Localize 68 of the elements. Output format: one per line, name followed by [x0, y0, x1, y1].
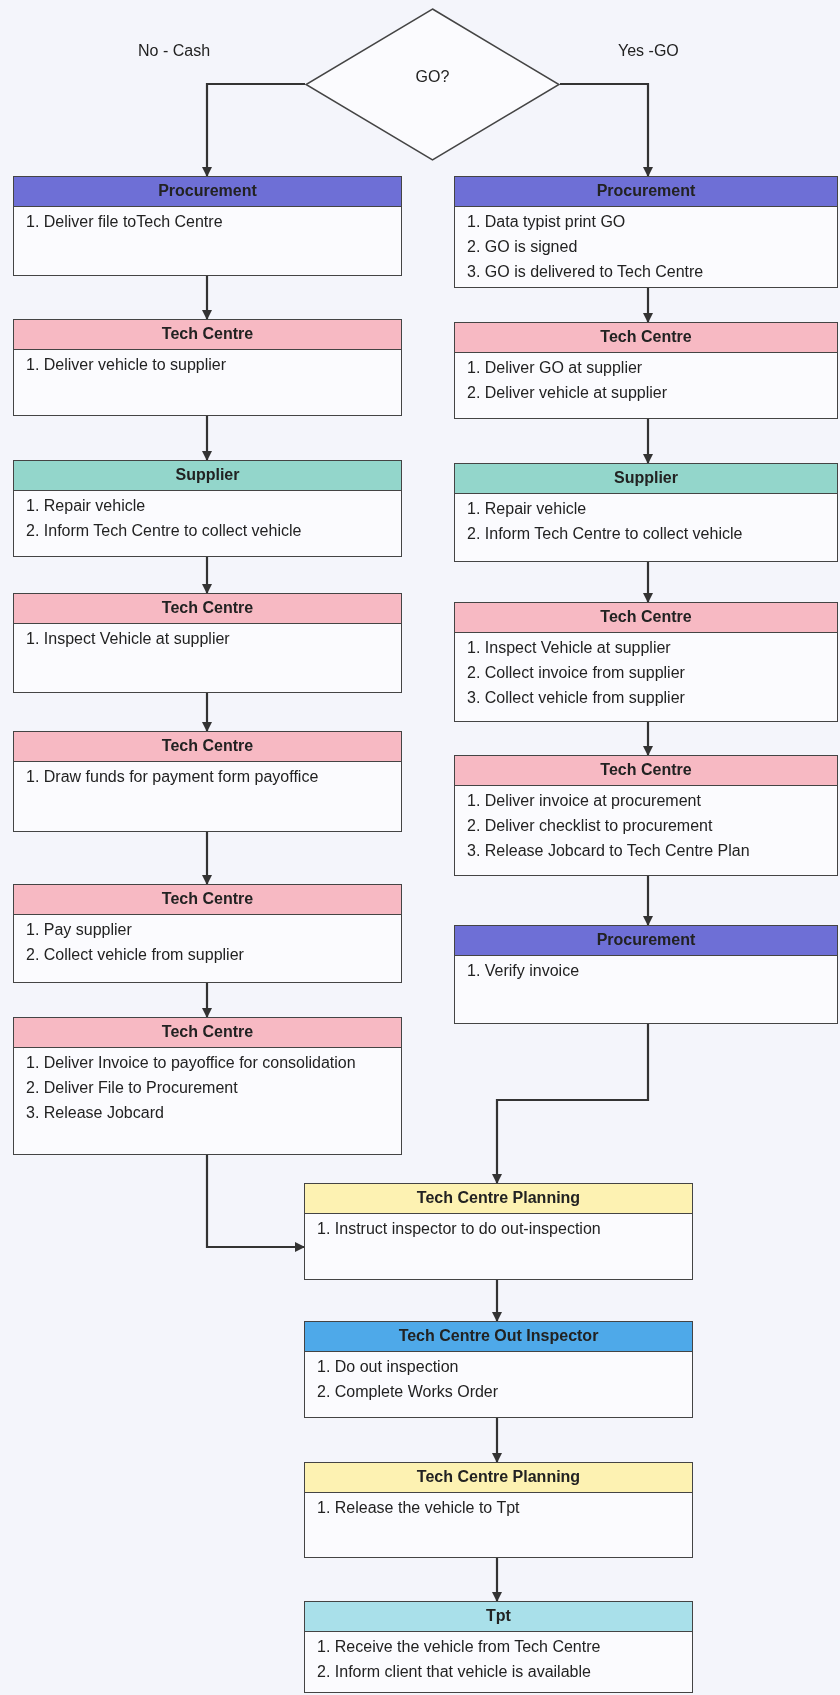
list-item: 2. Inform Tech Centre to collect vehicle: [466, 524, 744, 544]
box-heading: Tpt: [305, 1602, 692, 1632]
list-item: 1. Inspect Vehicle at supplier: [466, 638, 672, 658]
list-item: 1. Release the vehicle to Tpt: [316, 1498, 521, 1518]
process-box: [304, 1462, 693, 1558]
list-item: 2. Deliver checklist to procurement: [466, 816, 714, 836]
edge-label: No - Cash: [138, 42, 211, 60]
list-item: 1. Deliver invoice at procurement: [466, 791, 702, 811]
list-item: 1. Instruct inspector to do out-inspection: [316, 1219, 602, 1239]
list-item: 2. Inform client that vehicle is available: [316, 1662, 592, 1682]
process-box: [304, 1601, 693, 1693]
process-box: [454, 463, 838, 562]
process-box: [13, 319, 402, 416]
list-item: 3. Release Jobcard to Tech Centre Plan: [466, 841, 751, 861]
list-item: 1. Pay supplier: [25, 920, 133, 940]
process-box: [454, 755, 838, 876]
list-item: 1. Deliver file toTech Centre: [25, 212, 224, 232]
list-item: 1. Deliver Invoice to payoffice for consolidation: [25, 1053, 357, 1073]
box-heading: Tech Centre: [14, 1018, 401, 1048]
process-box: [454, 322, 838, 419]
box-heading: Tech Centre: [455, 603, 837, 633]
process-box: [13, 884, 402, 983]
list-item: 2. Collect invoice from supplier: [466, 663, 686, 683]
list-item: 3. Collect vehicle from supplier: [466, 688, 686, 708]
edge-label: Yes -GO: [618, 42, 679, 60]
process-box: [13, 460, 402, 557]
box-heading: Tech Centre Planning: [305, 1184, 692, 1214]
process-box: [13, 1017, 402, 1155]
box-heading: Procurement: [455, 177, 837, 207]
list-item: 1. Deliver GO at supplier: [466, 358, 644, 378]
box-heading: Procurement: [14, 177, 401, 207]
list-item: 2. GO is signed: [466, 237, 579, 257]
list-item: 1. Repair vehicle: [25, 496, 147, 516]
list-item: 2. Deliver File to Procurement: [25, 1078, 239, 1098]
list-item: 3. GO is delivered to Tech Centre: [466, 262, 705, 282]
list-item: 2. Inform Tech Centre to collect vehicle: [25, 521, 303, 541]
process-box: [454, 176, 838, 288]
process-box: [304, 1183, 693, 1280]
process-box: [454, 602, 838, 722]
list-item: 2. Complete Works Order: [316, 1382, 500, 1402]
box-heading: Tech Centre: [14, 885, 401, 915]
process-box: [304, 1321, 693, 1418]
list-item: 1. Inspect Vehicle at supplier: [25, 629, 231, 649]
process-box: [13, 731, 402, 832]
box-heading: Tech Centre: [14, 732, 401, 762]
process-box: [13, 593, 402, 693]
list-item: 2. Deliver vehicle at supplier: [466, 383, 669, 403]
list-item: 2. Collect vehicle from supplier: [25, 945, 245, 965]
box-heading: Supplier: [14, 461, 401, 491]
box-heading: Tech Centre: [14, 320, 401, 350]
box-heading: Tech Centre Planning: [305, 1463, 692, 1493]
box-heading: Tech Centre: [14, 594, 401, 624]
box-heading: Supplier: [455, 464, 837, 494]
list-item: 1. Receive the vehicle from Tech Centre: [316, 1637, 602, 1657]
list-item: 1. Deliver vehicle to supplier: [25, 355, 228, 375]
box-heading: Tech Centre Out Inspector: [305, 1322, 692, 1352]
list-item: 1. Data typist print GO: [466, 212, 627, 232]
box-heading: Procurement: [455, 926, 837, 956]
list-item: 1. Repair vehicle: [466, 499, 588, 519]
list-item: 1. Verify invoice: [466, 961, 581, 981]
process-box: [454, 925, 838, 1024]
list-item: 1. Draw funds for payment form payoffice: [25, 767, 320, 787]
decision-label: GO?: [414, 67, 451, 86]
list-item: 3. Release Jobcard: [25, 1103, 165, 1123]
list-item: 1. Do out inspection: [316, 1357, 460, 1377]
box-heading: Tech Centre: [455, 756, 837, 786]
process-box: [13, 176, 402, 276]
box-heading: Tech Centre: [455, 323, 837, 353]
